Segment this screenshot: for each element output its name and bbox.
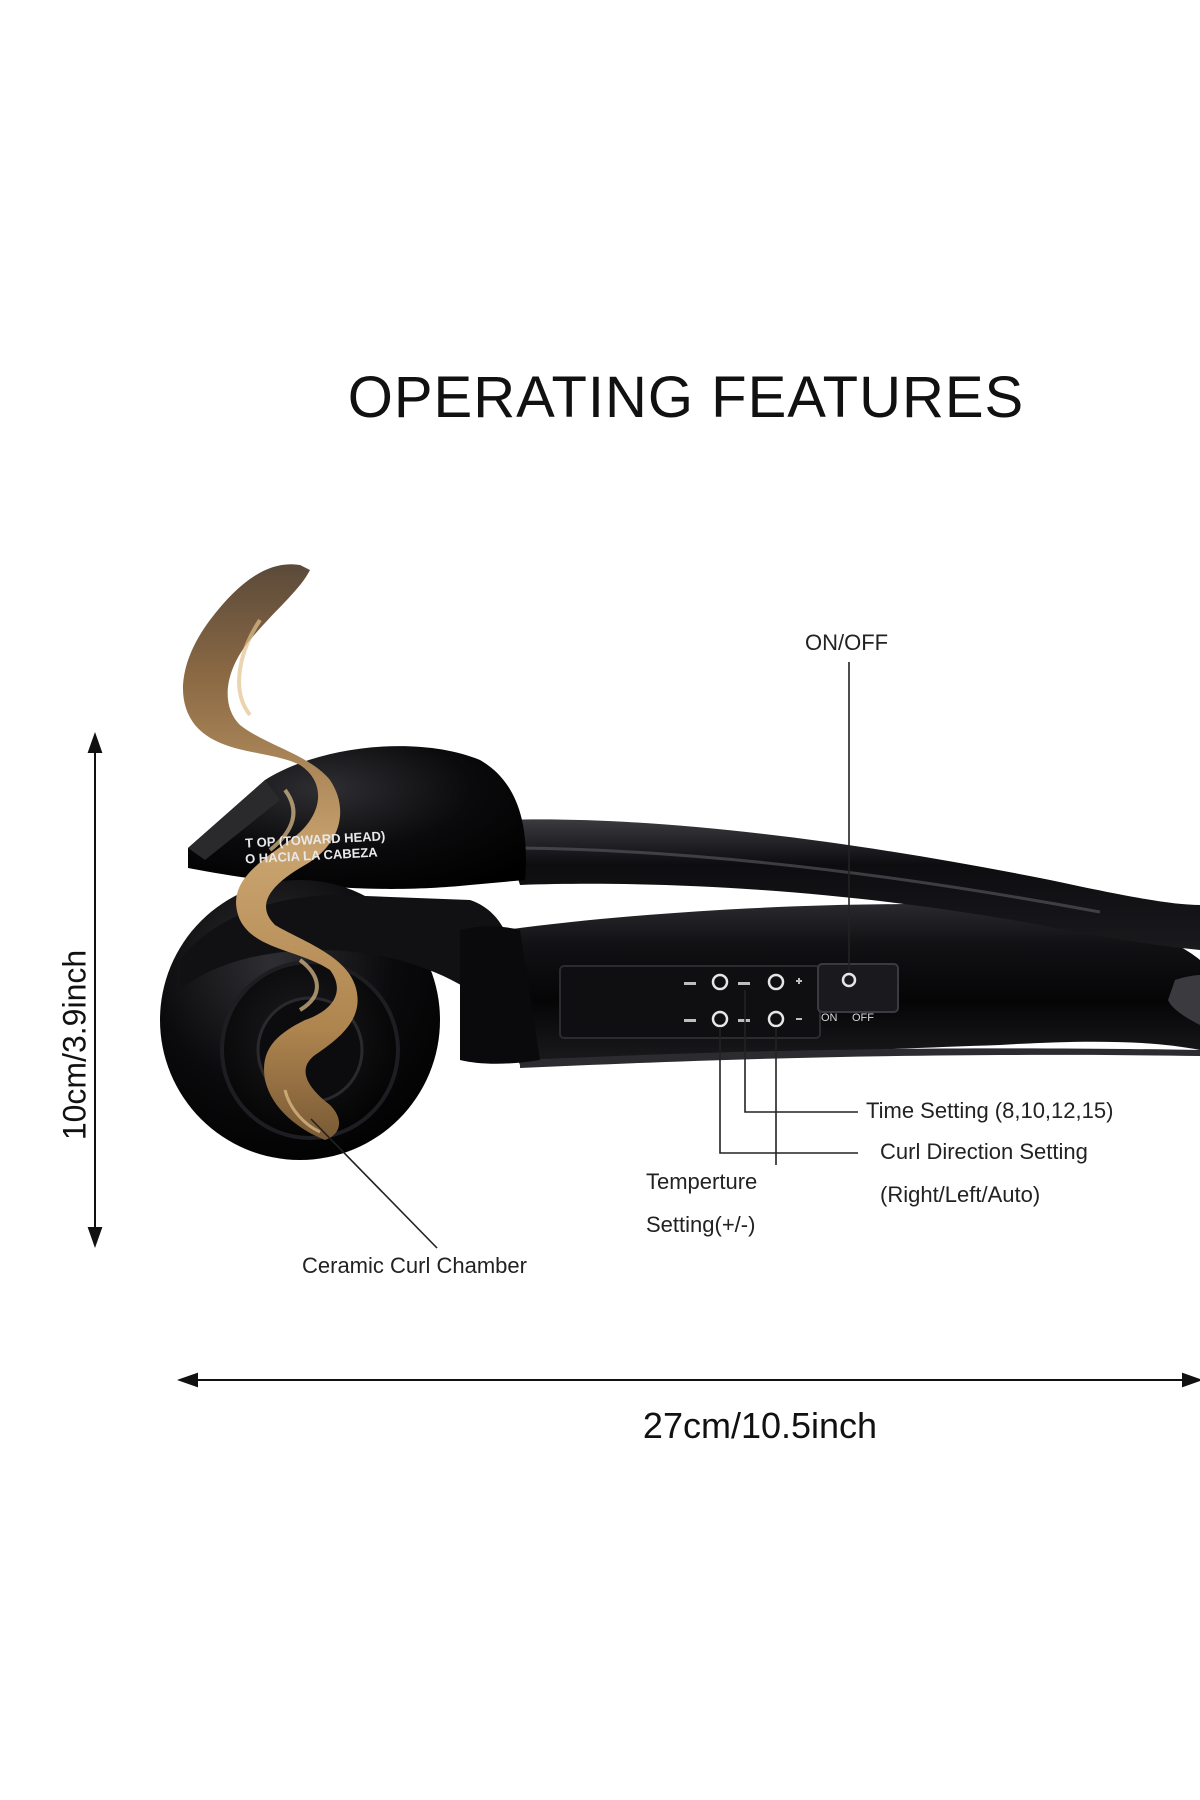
title-word-1: OPERATING [347, 365, 695, 430]
device-neck [460, 926, 540, 1064]
hair-curl [183, 564, 358, 1140]
temperature-setting-label: Setting(+/-) [646, 1212, 756, 1237]
curl-direction-label: Curl Direction Setting [880, 1139, 1088, 1164]
height-dimension-label: 10cm/3.9inch [56, 949, 93, 1141]
switch-off-label: OFF [852, 1012, 874, 1024]
temperature-label: Temperture [646, 1169, 758, 1194]
height-dimension-arrow [87, 731, 103, 1249]
control-panel [559, 963, 899, 1039]
page-title: OPERATING FEATURES [0, 364, 1200, 431]
time-setting-button[interactable] [767, 973, 785, 991]
title-word-2: FEATURES [711, 365, 1025, 430]
width-dimension-arrow [176, 1372, 1200, 1388]
curl-direction-button[interactable] [767, 1010, 785, 1028]
ceramic-chamber-label: Ceramic Curl Chamber [302, 1253, 527, 1278]
width-dimension-label: 27cm/10.5inch [642, 1405, 878, 1446]
time-setting-label: Time Setting (8,10,12,15) [866, 1098, 1114, 1123]
on-off-switch[interactable] [841, 972, 857, 988]
callout-temperature [719, 1027, 858, 1154]
callout-chamber [310, 1118, 438, 1249]
device-dome [188, 746, 526, 889]
panel-glyphs [684, 978, 802, 1022]
device-upper-arm [500, 819, 1200, 950]
on-off-label: ON/OFF [805, 630, 889, 655]
curl-direction-options-label: (Right/Left/Auto) [880, 1182, 1041, 1207]
temperature-minus-button[interactable] [711, 1010, 729, 1028]
temperature-plus-button[interactable] [711, 973, 729, 991]
callout-lines [310, 662, 858, 1249]
switch-on-label: ON [821, 1012, 838, 1024]
callout-time [744, 990, 858, 1113]
